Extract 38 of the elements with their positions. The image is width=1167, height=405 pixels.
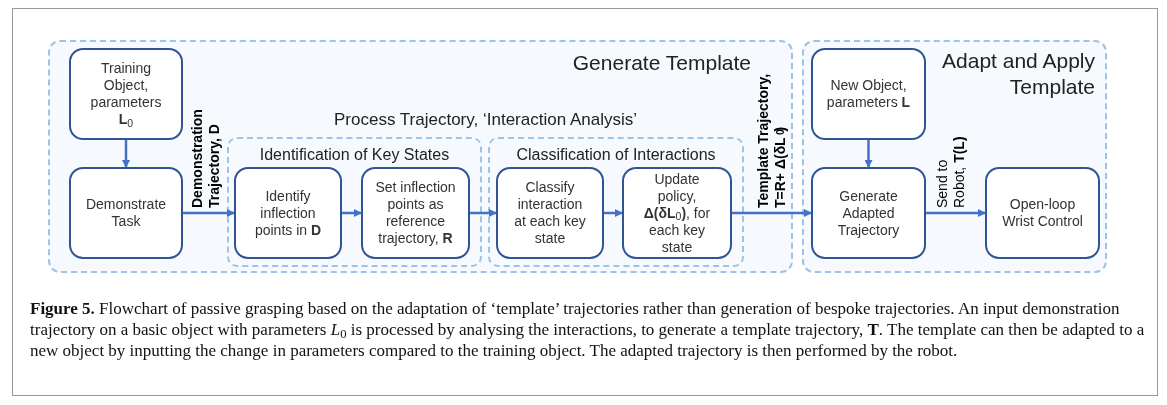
process-box xyxy=(69,48,183,140)
process-box xyxy=(811,48,926,140)
process-box xyxy=(811,167,926,259)
box-text: Training Object, parameters L$_{0}$ xyxy=(89,60,163,128)
arrow xyxy=(183,209,235,217)
process-box xyxy=(234,167,342,259)
group-title: Identification of Key States xyxy=(259,145,450,165)
arrow xyxy=(122,140,130,168)
group-title: Generate Template xyxy=(572,50,751,76)
process-box xyxy=(622,167,732,259)
process-box xyxy=(496,167,604,259)
box-text: Update policy, Δ(δL$_{0}$), for each key state xyxy=(642,170,712,256)
arrow xyxy=(732,209,812,217)
box-text: Identify inflection points in D xyxy=(253,187,323,239)
arrow xyxy=(470,209,497,217)
process-box xyxy=(985,167,1100,259)
box-text: New Object, parameters L xyxy=(825,77,912,111)
group-panel xyxy=(48,40,793,273)
figure-caption: Figure 5. Flowchart of passive grasping based on the adaptation of ‘template’ trajectories rather than generation of bespoke trajectories. An input demonstration trajectory on a basic object with parameters L$_{0}$ is processed by analysing the interactions, to generate a template trajectory, T. The template can then be adapted to a new object by inputting the change in parameters compared to the training object. The adapted trajectory is then performed by the robot. xyxy=(30,298,1145,361)
box-text: Set inflection points as reference trajectory, R xyxy=(375,179,456,247)
box-text: Demonstrate Task xyxy=(84,196,168,230)
group-title: Classification of Interactions xyxy=(516,145,716,165)
group-panel xyxy=(802,40,1107,273)
box-text: Open-loop Wrist Control xyxy=(1001,196,1084,230)
edge-label: Send to Robot, T(L) xyxy=(934,135,968,208)
box-text: Generate Adapted Trajectory xyxy=(836,187,901,239)
process-box xyxy=(361,167,470,259)
arrow xyxy=(864,140,873,168)
arrow xyxy=(604,209,623,217)
group-panel xyxy=(227,137,482,267)
edge-label: Demonstration Trajectory, D xyxy=(189,108,223,208)
process-box xyxy=(69,167,183,259)
group-title: Adapt and Apply Template xyxy=(941,48,1095,100)
section-heading: Process Trajectory, ‘Interaction Analysis’ xyxy=(334,110,637,130)
arrow xyxy=(342,209,362,217)
arrow xyxy=(926,209,986,217)
group-panel xyxy=(488,137,744,267)
box-text: Classify interaction at each key state xyxy=(513,179,587,247)
